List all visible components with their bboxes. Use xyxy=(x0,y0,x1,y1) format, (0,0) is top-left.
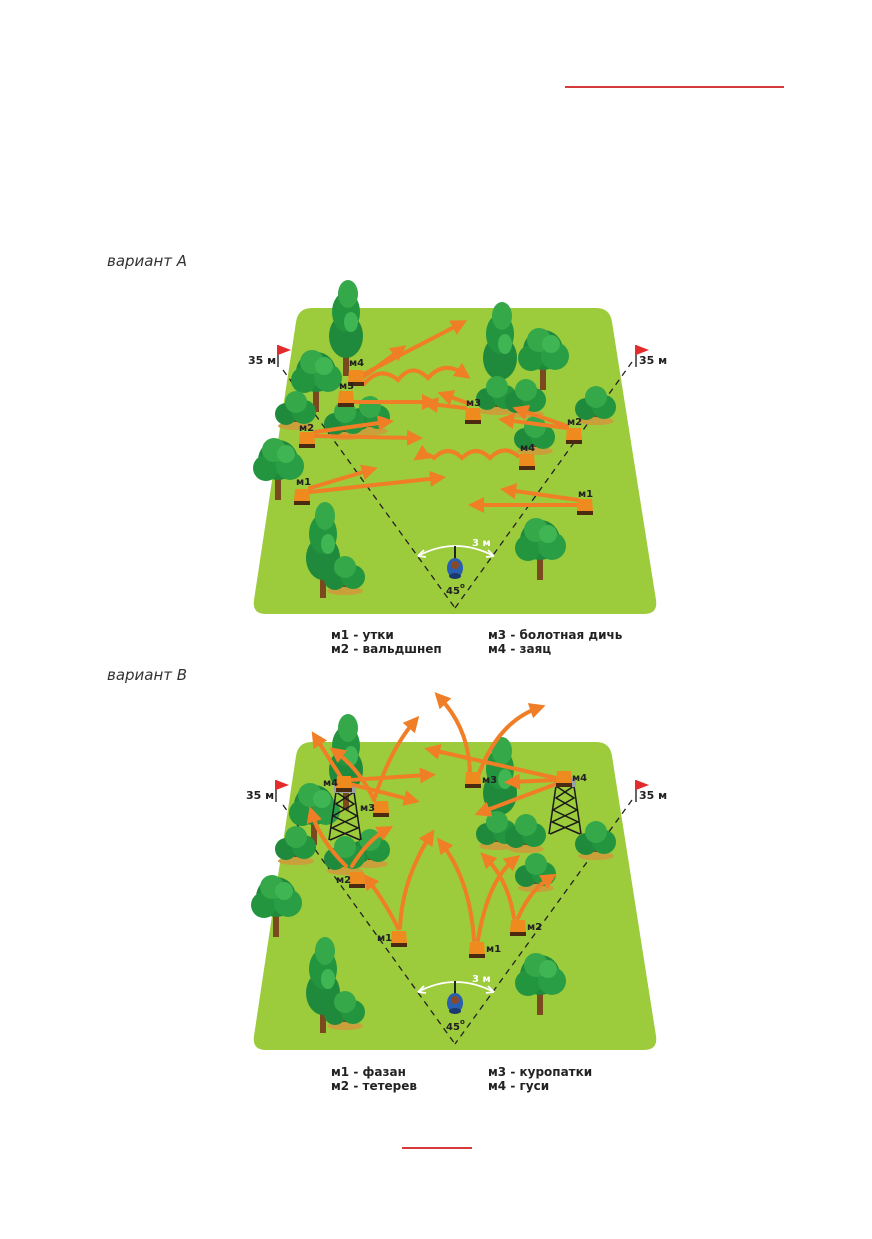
bottom-rule xyxy=(402,1147,472,1149)
legend-m1: м1 - утки xyxy=(331,628,394,642)
trajectory-arrow xyxy=(498,413,569,430)
machine-label-m3: м3 xyxy=(482,775,497,786)
trap-machine-m2-icon xyxy=(349,872,365,888)
variant-a-legend-right: м3 - болотная дичь м4 - заяц xyxy=(488,628,622,656)
trajectory-arrow xyxy=(308,470,446,494)
trajectory-arrow xyxy=(476,703,546,778)
machine-label-m4: м4 xyxy=(520,443,535,454)
distance-right-label: 35 м xyxy=(639,789,667,802)
trap-machine-m2-icon xyxy=(510,920,526,936)
trajectory-arrow xyxy=(476,855,521,942)
machine-label-m1: м1 xyxy=(578,489,593,500)
trajectory-arrow xyxy=(363,873,400,930)
trajectory-arrow xyxy=(313,415,394,434)
trap-machine-m4-icon xyxy=(556,771,572,787)
trajectory-arrow xyxy=(474,782,558,817)
trajectory-arrow xyxy=(424,743,558,780)
trap-machine-m4-icon xyxy=(336,776,352,792)
trajectory-arrow xyxy=(437,837,476,942)
distance-left-label: 35 м xyxy=(248,354,276,367)
trajectory-arrow xyxy=(350,826,393,868)
trajectory-arrow xyxy=(437,390,472,406)
legend-m3: м3 - болотная дичь xyxy=(488,628,623,642)
trap-machine-m1-icon xyxy=(469,942,485,958)
machine-label-m1: м1 xyxy=(486,944,501,955)
trajectory-arrow xyxy=(362,362,471,386)
angle-degree-sign: о xyxy=(460,582,465,590)
trajectory-arrow xyxy=(500,483,580,502)
trajectory-arrow xyxy=(413,444,520,461)
trajectory-arrow xyxy=(329,747,376,802)
machine-label-m2: м2 xyxy=(527,922,542,933)
trajectory-arrow xyxy=(306,806,348,868)
machine-label-m3: м3 xyxy=(360,803,375,814)
flag-left-icon xyxy=(275,779,290,803)
trajectory-arrow xyxy=(422,396,467,413)
machine-label-m2: м2 xyxy=(336,875,351,886)
trajectory-arrow xyxy=(348,782,420,806)
legend-m2: м2 - вальдшнеп xyxy=(331,642,442,656)
trajectory-arrow xyxy=(516,873,557,920)
distance-right-label: 35 м xyxy=(639,354,667,367)
machine-label-m4: м4 xyxy=(323,778,338,789)
trap-machine-m1-icon xyxy=(391,931,407,947)
machine-label-m2: м2 xyxy=(299,423,314,434)
trajectory-arrow xyxy=(512,405,569,428)
variant-b-scheme: 35 м 35 м м4 м3 м2 м1 м3 xyxy=(246,692,667,1050)
legend-m3: м3 - куропатки xyxy=(488,1065,593,1079)
trajectory-arrow xyxy=(313,429,423,446)
machine-label-m1: м1 xyxy=(296,477,311,488)
trajectory-arrow xyxy=(434,692,472,778)
variant-b-legend-right: м3 - куропатки м4 - гуси xyxy=(488,1065,592,1093)
trajectory-arrow xyxy=(398,829,435,930)
legend-m4: м4 - гуси xyxy=(488,1079,550,1093)
machine-label-m3: м3 xyxy=(466,398,481,409)
machine-label-m4: м4 xyxy=(349,358,364,369)
legend-m2: м2 - тетерев xyxy=(331,1079,418,1093)
trap-machine-m3-icon xyxy=(373,801,389,817)
machine-label-m2: м2 xyxy=(567,417,582,428)
legend-m4: м4 - заяц xyxy=(488,642,552,656)
trajectory-arrow xyxy=(480,852,516,920)
variant-a-title: вариант А xyxy=(107,252,188,270)
trajectory-arrow xyxy=(372,715,420,802)
shooter-distance-label: 3 м xyxy=(472,538,491,549)
distance-left-label: 35 м xyxy=(246,789,274,802)
angle-label: 45 xyxy=(446,1022,460,1033)
trajectory-arrow xyxy=(308,464,378,490)
variant-b-diagram: 35 м 35 м м4 м3 м2 м1 м3 xyxy=(246,692,667,1050)
angle-degree-sign: о xyxy=(460,1018,465,1026)
trajectories xyxy=(308,320,580,513)
variant-b-legend: м1 - фазан м2 - тетерев xyxy=(331,1065,417,1093)
trajectory-arrow xyxy=(360,345,407,380)
machine-label-m3: м3 xyxy=(339,381,354,392)
trajectories xyxy=(306,692,558,942)
machine-label-m1: м1 xyxy=(377,933,392,944)
top-rule xyxy=(565,86,784,88)
trajectory-arrow xyxy=(504,773,558,790)
shooter-distance-label: 3 м xyxy=(472,974,491,985)
legend-m1: м1 - фазан xyxy=(331,1065,406,1079)
angle-label: 45 xyxy=(446,586,460,597)
variant-a-legend: м1 - утки м2 - вальдшнеп xyxy=(331,628,442,656)
machine-label-m4: м4 xyxy=(572,773,587,784)
trap-machine-m3-icon xyxy=(465,772,481,788)
variant-a-scheme: 35 м 35 м м4 м3 м2 м1 м3 м2 xyxy=(248,280,667,614)
variant-a-diagram: 35 м 35 м м4 м3 м2 м1 м3 м2 xyxy=(248,280,667,614)
variant-b-title: вариант В xyxy=(107,666,188,684)
